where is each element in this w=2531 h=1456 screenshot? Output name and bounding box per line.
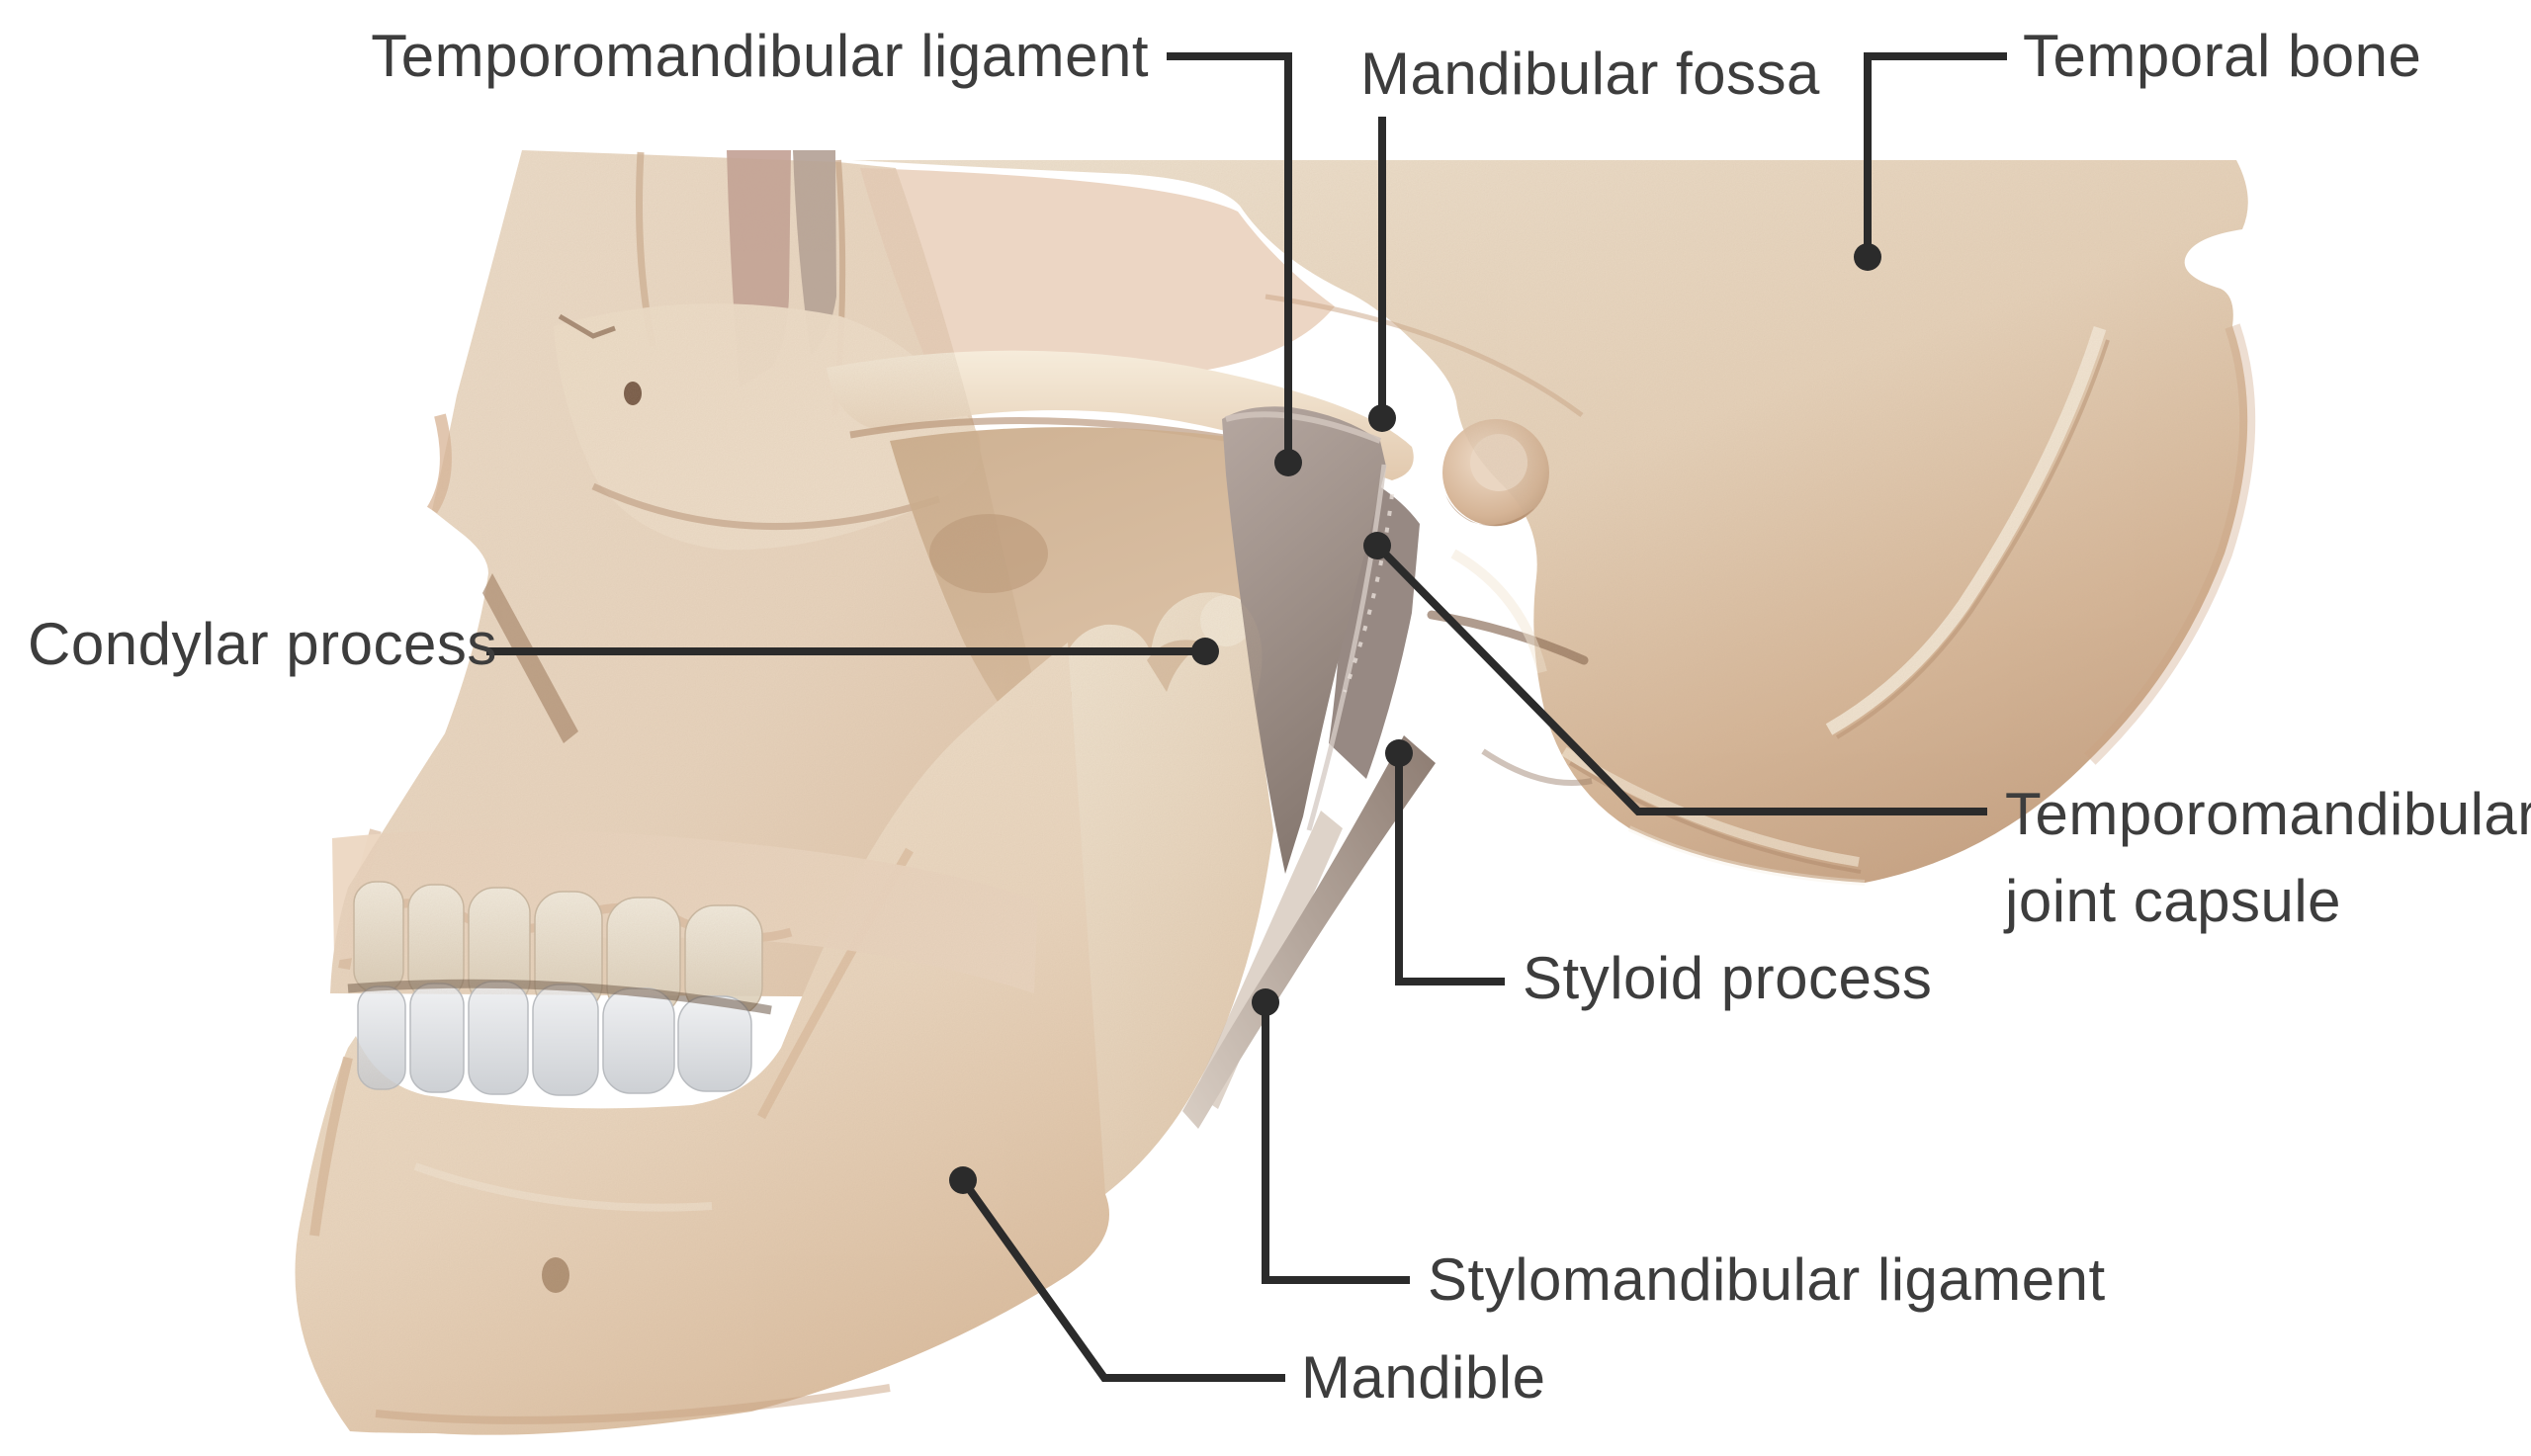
anchor-dot-condylar-process (1191, 638, 1219, 665)
zygomatic-arch (827, 350, 1414, 480)
temporal-fossa-tint (860, 168, 1335, 380)
styloid-group (1182, 735, 1436, 1129)
leader-line-temporomandibular-joint-capsule (1374, 543, 1987, 815)
anchor-dot-temporomandibular-joint-capsule (1363, 532, 1391, 559)
lower-teeth (357, 981, 752, 1096)
anchor-dot-temporomandibular-ligament (1274, 449, 1302, 476)
tmj-ligament-shape (1222, 406, 1386, 874)
leader-line-temporal-bone (1864, 52, 2007, 257)
styloid-process-shape (1182, 735, 1436, 1129)
anchor-dot-styloid-process (1385, 739, 1413, 767)
anchor-dot-mandible (949, 1166, 977, 1194)
leader-line-styloid-process (1395, 753, 1505, 985)
tmj-soft-tissue (1222, 406, 1420, 874)
anchor-dot-mandibular-fossa (1368, 404, 1396, 432)
leader-line-mandible (959, 1177, 1285, 1382)
anchor-dot-stylomandibular-ligament (1252, 988, 1279, 1016)
leader-line-stylomandibular-ligament (1262, 1002, 1410, 1284)
leader-line-temporomandibular-ligament (1167, 52, 1292, 463)
anchor-dot-temporal-bone (1854, 243, 1881, 271)
